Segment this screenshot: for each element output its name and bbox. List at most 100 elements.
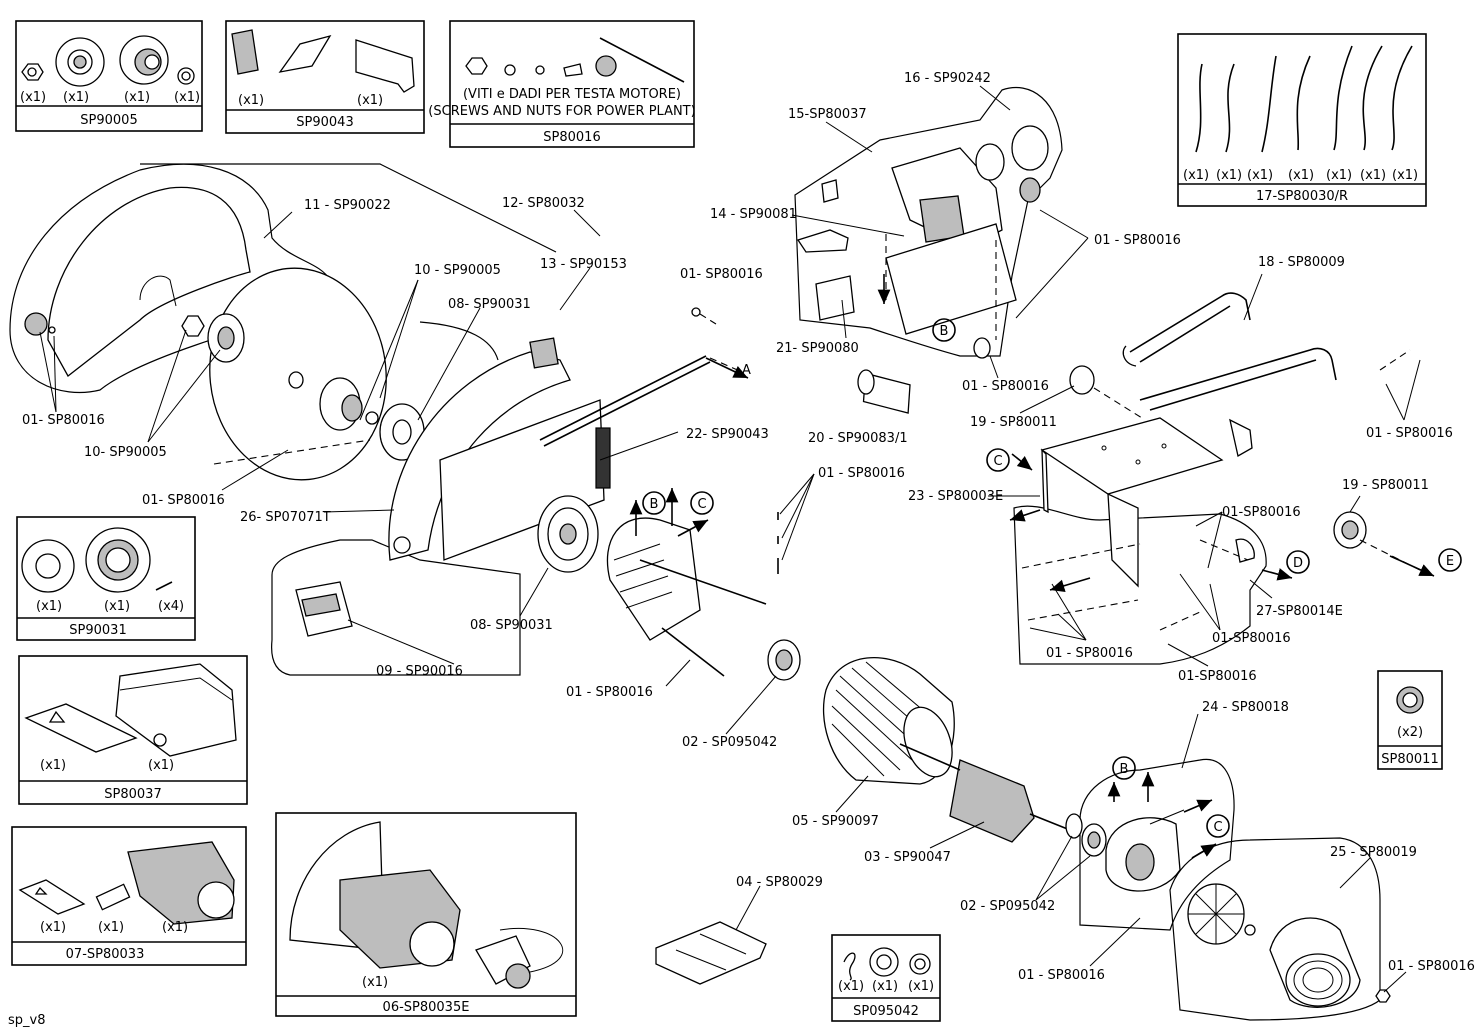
handle-bar — [1122, 292, 1337, 458]
marker-d: D — [1286, 550, 1310, 574]
kit-code: 06-SP80035E — [383, 1000, 470, 1015]
label-12: 12- SP80032 — [502, 196, 585, 211]
blade-flange-washers — [181, 313, 425, 461]
label-24: 24 - SP80018 — [1202, 700, 1289, 715]
qty-label: (x1) — [104, 599, 130, 614]
label-01: 01- SP80016 — [22, 413, 105, 428]
label-14: 14 - SP90081 — [710, 207, 797, 222]
note-it: (VITI e DADI PER TESTA MOTORE) — [463, 87, 681, 102]
label-03: 03 - SP90047 — [864, 850, 951, 865]
fan-cover — [1269, 917, 1391, 1008]
label-01: 01- SP80016 — [142, 493, 225, 508]
group-outlines — [9, 86, 1381, 1021]
label-18: 18 - SP80009 — [1258, 255, 1345, 270]
qty-label: (x1) — [238, 93, 264, 108]
svg-text:B: B — [940, 324, 949, 339]
label-01: 01 - SP80016 — [566, 685, 653, 700]
label-01: 01 - SP80016 — [1094, 233, 1181, 248]
qty-label: (x1) — [124, 90, 150, 105]
label-15: 15-SP80037 — [788, 107, 867, 122]
label-01: 01-SP80016 — [1178, 669, 1257, 684]
label-08: 08- SP90031 — [448, 297, 531, 312]
arrow-label-a: A — [742, 363, 751, 378]
svg-text:C: C — [1213, 820, 1222, 835]
qty-label: (x1) — [36, 599, 62, 614]
qty-label: (x1) — [872, 979, 898, 994]
kit-box-sp80030r: (x1) (x1) (x1) (x1) (x1) (x1) (x1) 17-SP… — [1177, 33, 1427, 207]
label-04: 04 - SP80029 — [736, 875, 823, 890]
qty-label: (x1) — [1183, 168, 1209, 183]
qty-label: (x1) — [362, 975, 388, 990]
saw-blade — [209, 267, 387, 481]
qty-label: (x1) — [357, 93, 383, 108]
motor-stator — [822, 657, 955, 785]
label-05: 05 - SP90097 — [792, 814, 879, 829]
kit-code: SP80011 — [1381, 752, 1438, 767]
svg-text:B: B — [650, 497, 659, 512]
marker-b: B — [932, 318, 956, 342]
motor-rotor — [899, 743, 1071, 843]
kit-code: SP90043 — [296, 115, 353, 130]
marker-b: B — [642, 491, 666, 515]
kit-code: SP90005 — [80, 113, 137, 128]
qty-label: (x1) — [1247, 168, 1273, 183]
kit-box-sp80037: (x1) (x1) SP80037 — [18, 655, 248, 805]
svg-text:C: C — [697, 497, 706, 512]
label-10: 10- SP90005 — [84, 445, 167, 460]
kit-code: SP90031 — [69, 623, 126, 638]
motor-housing-front — [606, 517, 767, 677]
label-10: 10 - SP90005 — [414, 263, 501, 278]
kit-code: SP80037 — [104, 787, 161, 802]
qty-label: (x1) — [40, 920, 66, 935]
kit-box-sp80016: (VITI e DADI PER TESTA MOTORE) (SCREWS A… — [428, 20, 696, 148]
kit-code: 07-SP80033 — [66, 947, 145, 962]
blade-guard-cover — [24, 186, 251, 377]
qty-label: (x2) — [1397, 725, 1423, 740]
footer-code: sp_v8 — [8, 1013, 46, 1028]
kit-box-sp90005: (x1) (x1) (x1) (x1) SP90005 — [15, 20, 203, 132]
manual-booklet — [655, 921, 767, 985]
label-01: 01-SP80016 — [1212, 631, 1291, 646]
qty-label: (x4) — [158, 599, 184, 614]
leader-lines — [39, 85, 1421, 993]
motor-flange-front — [537, 495, 599, 573]
marker-c: C — [690, 491, 714, 515]
kit-box-sp80035e: (x1) 06-SP80035E — [275, 812, 577, 1017]
kit-box-sp90043: (x1) (x1) SP90043 — [225, 20, 425, 134]
handle-block — [295, 581, 353, 637]
blade-guard-arm — [388, 337, 611, 561]
label-01: 01 - SP80016 — [1388, 959, 1475, 974]
kit-box-sp90031: (x1) (x1) (x4) SP90031 — [16, 516, 196, 641]
qty-label: (x1) — [838, 979, 864, 994]
label-19: 19 - SP80011 — [1342, 478, 1429, 493]
qty-label: (x1) — [1392, 168, 1418, 183]
kit-box-sp80011: (x2) SP80011 — [1377, 670, 1443, 770]
label-23: 23 - SP80003E — [908, 489, 1003, 504]
motor-end-shield — [1105, 809, 1185, 892]
kit-box-sp095042: (x1) (x1) (x1) SP095042 — [831, 934, 941, 1022]
svg-text:E: E — [1446, 554, 1454, 569]
label-27: 27-SP80014E — [1256, 604, 1343, 619]
qty-label: (x1) — [908, 979, 934, 994]
label-21: 21- SP90080 — [776, 341, 859, 356]
label-02: 02 - SP095042 — [960, 899, 1055, 914]
label-01: 01-SP80016 — [1222, 505, 1301, 520]
label-01: 01 - SP80016 — [1018, 968, 1105, 983]
qty-label: (x1) — [174, 90, 200, 105]
main-shaft-rod — [539, 307, 743, 447]
label-01: 01 - SP80016 — [1366, 426, 1453, 441]
qty-label: (x1) — [1326, 168, 1352, 183]
label-09: 09 - SP90016 — [376, 664, 463, 679]
svg-text:C: C — [993, 454, 1002, 469]
hardware-dashed-lines — [1021, 349, 1421, 631]
label-11: 11 - SP90022 — [304, 198, 391, 213]
label-19: 19 - SP80011 — [970, 415, 1057, 430]
marker-e: E — [1438, 548, 1462, 572]
capacitor — [857, 369, 911, 414]
label-16: 16 - SP90242 — [904, 71, 991, 86]
qty-label: (x1) — [162, 920, 188, 935]
kit-code: 17-SP80030/R — [1256, 189, 1348, 204]
qty-label: (x1) — [98, 920, 124, 935]
control-box — [796, 125, 1049, 359]
